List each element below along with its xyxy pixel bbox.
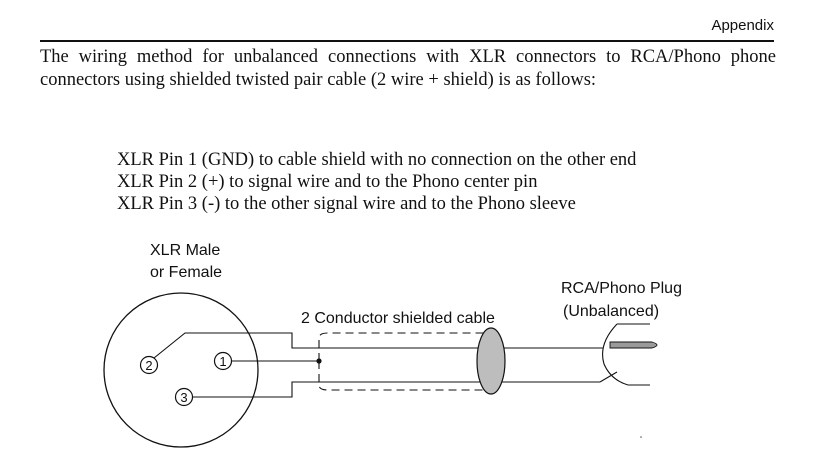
cable-shield [318, 332, 490, 391]
xlr-wiring [153, 332, 603, 398]
rca-plug [599, 323, 650, 386]
xlr-pin-2 [139, 355, 159, 375]
xlr-label-line2: or Female [150, 264, 222, 281]
pin-2-instruction: XLR Pin 2 (+) to signal wire and to the … [117, 172, 538, 192]
pin-list: XLR Pin 1 (GND) to cable shield with no … [117, 149, 636, 215]
pin-1-instruction: XLR Pin 1 (GND) to cable shield with no … [117, 150, 637, 170]
header-rule [40, 40, 774, 42]
section-header: Appendix [711, 17, 774, 34]
xlr-pin-3-label: 3 [180, 390, 187, 405]
stray-mark [640, 436, 642, 438]
cable-end [476, 327, 506, 395]
pin-3-instruction: XLR Pin 3 (-) to the other signal wire a… [117, 194, 576, 214]
xlr-pin-2-label: 2 [145, 358, 152, 373]
cable-label: 2 Conductor shielded cable [301, 310, 495, 327]
intro-paragraph: The wiring method for unbalanced connect… [40, 47, 776, 90]
xlr-label-line1: XLR Male [150, 242, 220, 259]
rca-label-line2: (Unbalanced) [563, 303, 659, 320]
xlr-pin-1 [213, 351, 233, 371]
xlr-connector-face [103, 292, 259, 448]
rca-center-pin [609, 341, 658, 349]
rca-label-line1: RCA/Phono Plug [561, 280, 682, 297]
xlr-pin-1-label: 1 [219, 354, 226, 369]
